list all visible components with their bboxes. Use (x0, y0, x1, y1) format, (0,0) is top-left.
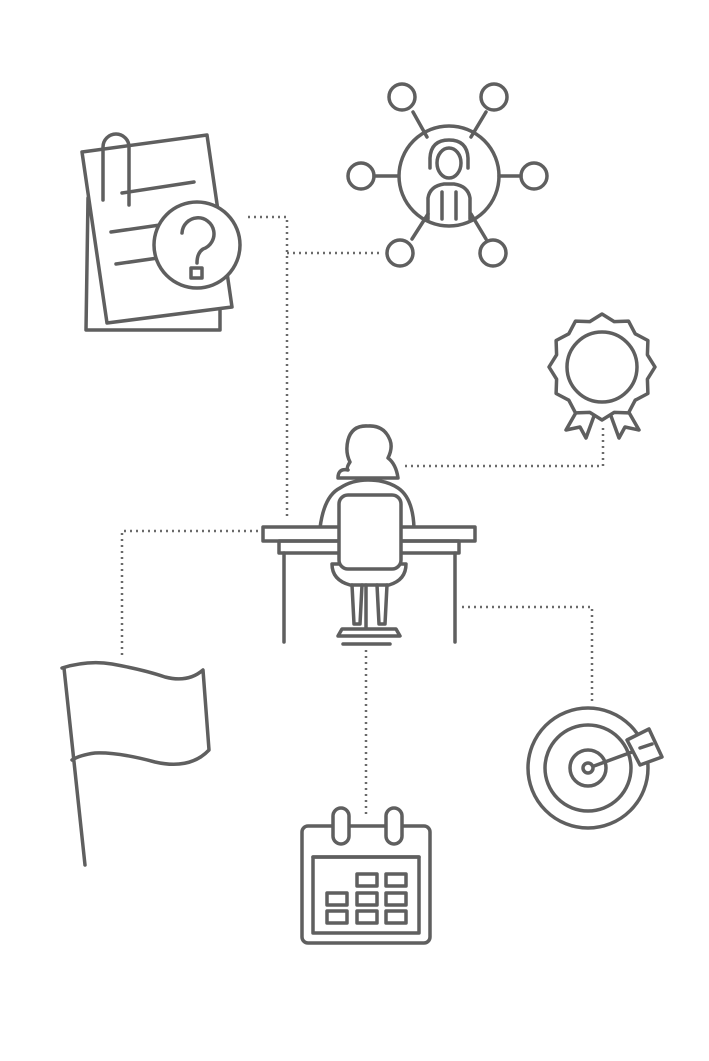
hair (336, 424, 400, 480)
calendar-grid (325, 872, 408, 925)
document-question-icon (80, 132, 242, 332)
person-network-icon (346, 82, 549, 268)
connector-award (402, 428, 605, 468)
connector-document (248, 215, 289, 520)
paperclip (101, 132, 131, 207)
award-rosette (547, 312, 657, 422)
target-arrow-icon (526, 706, 664, 830)
connectors (120, 215, 605, 818)
award-ribbon-icon (547, 312, 657, 440)
connector-flag (120, 529, 258, 655)
flag-icon (60, 660, 211, 867)
question-badge (152, 200, 242, 290)
person-at-desk-icon (261, 424, 477, 646)
calendar-icon (300, 806, 432, 945)
connector-target (462, 605, 594, 702)
chair-back (337, 493, 403, 571)
